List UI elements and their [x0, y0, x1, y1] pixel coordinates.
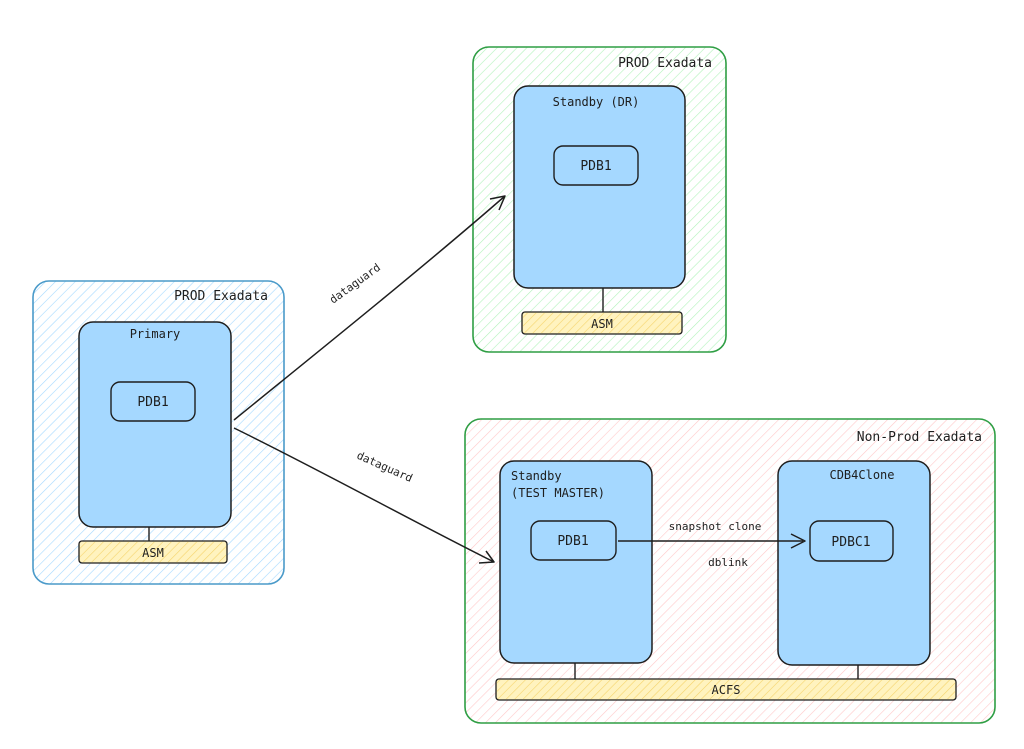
db-cdb4clone-title: CDB4Clone: [829, 468, 894, 482]
dr-storage-hatch: [523, 313, 681, 333]
edge-to-dr-line: [233, 195, 506, 421]
db-standby-dr-title: Standby (DR): [553, 95, 640, 109]
db-primary-title: Primary: [130, 327, 181, 341]
edge-to-test-master-line: [233, 427, 495, 563]
db-primary: Primary PDB1 ASM: [78, 321, 232, 564]
db-cdb4clone: CDB4Clone PDBC1: [777, 460, 931, 679]
db-test-master-title-line2: (TEST MASTER): [511, 486, 605, 500]
zone-dr-site-title: PROD Exadata: [618, 56, 712, 71]
edge-clone-label-bottom: dblink: [708, 556, 748, 569]
db-cdb4clone-box: [777, 460, 931, 666]
shared-storage: ACFS: [495, 678, 957, 701]
dr-pdb-label: PDB1: [580, 159, 611, 174]
edge-snapshot-clone: snapshot clone dblink: [618, 520, 806, 569]
cdb4clone-pdb-box: [809, 520, 894, 562]
edge-to-dr-label: dataguard: [327, 261, 383, 307]
edge-to-test-master-arrowhead: [478, 550, 495, 564]
edge-to-dr-arrowhead: [489, 195, 506, 211]
shared-storage-hatch: [497, 680, 955, 699]
db-test-master-box: [499, 460, 653, 664]
edge-clone-label-top: snapshot clone: [669, 520, 762, 533]
primary-pdb-box: [110, 381, 196, 422]
db-standby-dr-box: [513, 85, 686, 289]
test-master-pdb-box: [530, 520, 617, 561]
primary-storage-label: ASM: [142, 546, 164, 560]
dr-pdb-box: [553, 145, 639, 186]
db-primary-box: [78, 321, 232, 528]
db-test-master: Standby (TEST MASTER) PDB1: [499, 460, 653, 679]
db-test-master-title-line1: Standby: [511, 469, 562, 483]
shared-storage-label: ACFS: [712, 683, 741, 697]
primary-storage-hatch: [80, 542, 226, 562]
edge-clone-arrowhead: [790, 533, 806, 549]
db-standby-dr: Standby (DR) PDB1 ASM: [513, 85, 686, 335]
edge-to-test-master-label: dataguard: [355, 449, 415, 485]
cdb4clone-pdb-label: PDBC1: [831, 535, 870, 550]
test-master-pdb-label: PDB1: [557, 534, 588, 549]
zone-primary-site-title: PROD Exadata: [174, 289, 268, 304]
dr-storage-label: ASM: [591, 317, 613, 331]
zone-nonprod-site-title: Non-Prod Exadata: [857, 430, 982, 445]
primary-pdb-label: PDB1: [137, 395, 168, 410]
